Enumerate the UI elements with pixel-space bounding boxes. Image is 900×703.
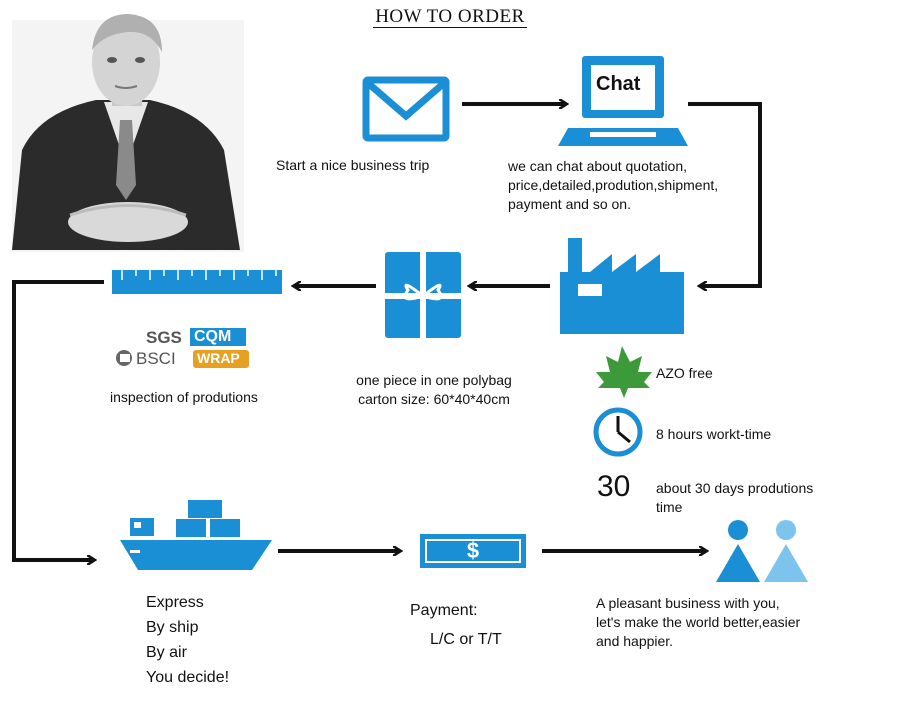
factory-icon bbox=[560, 238, 684, 334]
payment-caption-methods: L/C or T/T bbox=[430, 631, 502, 648]
laptop-icon bbox=[558, 56, 688, 146]
chat-line-1: we can chat about quotation, bbox=[508, 158, 688, 174]
production-days-line-2: time bbox=[656, 499, 683, 515]
ship-icon bbox=[120, 500, 272, 570]
chat-caption: we can chat about quotation, price,detai… bbox=[508, 157, 718, 214]
shipping-line-express: Express bbox=[146, 594, 204, 611]
people-icon bbox=[716, 520, 808, 582]
cert-bsci: BSCI bbox=[136, 349, 176, 368]
ruler-icon bbox=[112, 270, 282, 294]
azo-free-text: AZO free bbox=[656, 365, 713, 381]
chat-label: Chat bbox=[596, 73, 641, 95]
work-hours-text: 8 hours workt-time bbox=[656, 426, 772, 442]
packing-line-1: one piece in one polybag bbox=[356, 372, 512, 388]
envelope-icon bbox=[362, 76, 450, 142]
days-number: 30 bbox=[597, 470, 631, 503]
contact-caption: Start a nice business trip bbox=[276, 157, 430, 173]
shipping-line-air: By air bbox=[146, 644, 187, 661]
inspection-caption: inspection of produtions bbox=[110, 389, 258, 405]
arrow-chat-to-factory bbox=[688, 102, 762, 286]
businessman-photo bbox=[12, 14, 244, 252]
production-days-text: about 30 days produtions time bbox=[656, 479, 813, 517]
cert-sgs: SGS bbox=[146, 328, 182, 347]
shipping-options: Express By ship By air You decide! bbox=[146, 590, 229, 690]
maple-leaf-icon bbox=[596, 346, 652, 398]
gift-box-icon bbox=[385, 252, 461, 338]
chat-line-3: payment and so on. bbox=[508, 196, 631, 212]
closing-line-3: and happier. bbox=[596, 633, 674, 649]
money-bill-icon: $ bbox=[420, 534, 526, 568]
certification-logos bbox=[116, 328, 249, 368]
arrow-inspection-to-shipping bbox=[12, 280, 104, 560]
cert-cqm: CQM bbox=[194, 328, 232, 345]
shipping-line-decide: You decide! bbox=[146, 669, 230, 686]
shipping-line-ship: By ship bbox=[146, 619, 199, 636]
closing-line-1: A pleasant business with you, bbox=[596, 595, 780, 611]
svg-text:$: $ bbox=[467, 538, 479, 563]
cert-wrap: WRAP bbox=[197, 350, 240, 366]
packing-line-2: carton size: 60*40*40cm bbox=[358, 391, 510, 407]
closing-line-2: let's make the world better,easier bbox=[596, 614, 801, 630]
chat-line-2: price,detailed,prodution,shipment, bbox=[508, 177, 719, 193]
production-days-line-1: about 30 days produtions bbox=[656, 480, 814, 496]
closing-caption: A pleasant business with you, let's make… bbox=[596, 594, 800, 651]
clock-icon bbox=[593, 407, 643, 457]
page-title: HOW TO ORDER bbox=[373, 6, 527, 28]
packing-caption: one piece in one polybag carton size: 60… bbox=[338, 371, 530, 409]
payment-caption-title: Payment: bbox=[410, 602, 478, 619]
